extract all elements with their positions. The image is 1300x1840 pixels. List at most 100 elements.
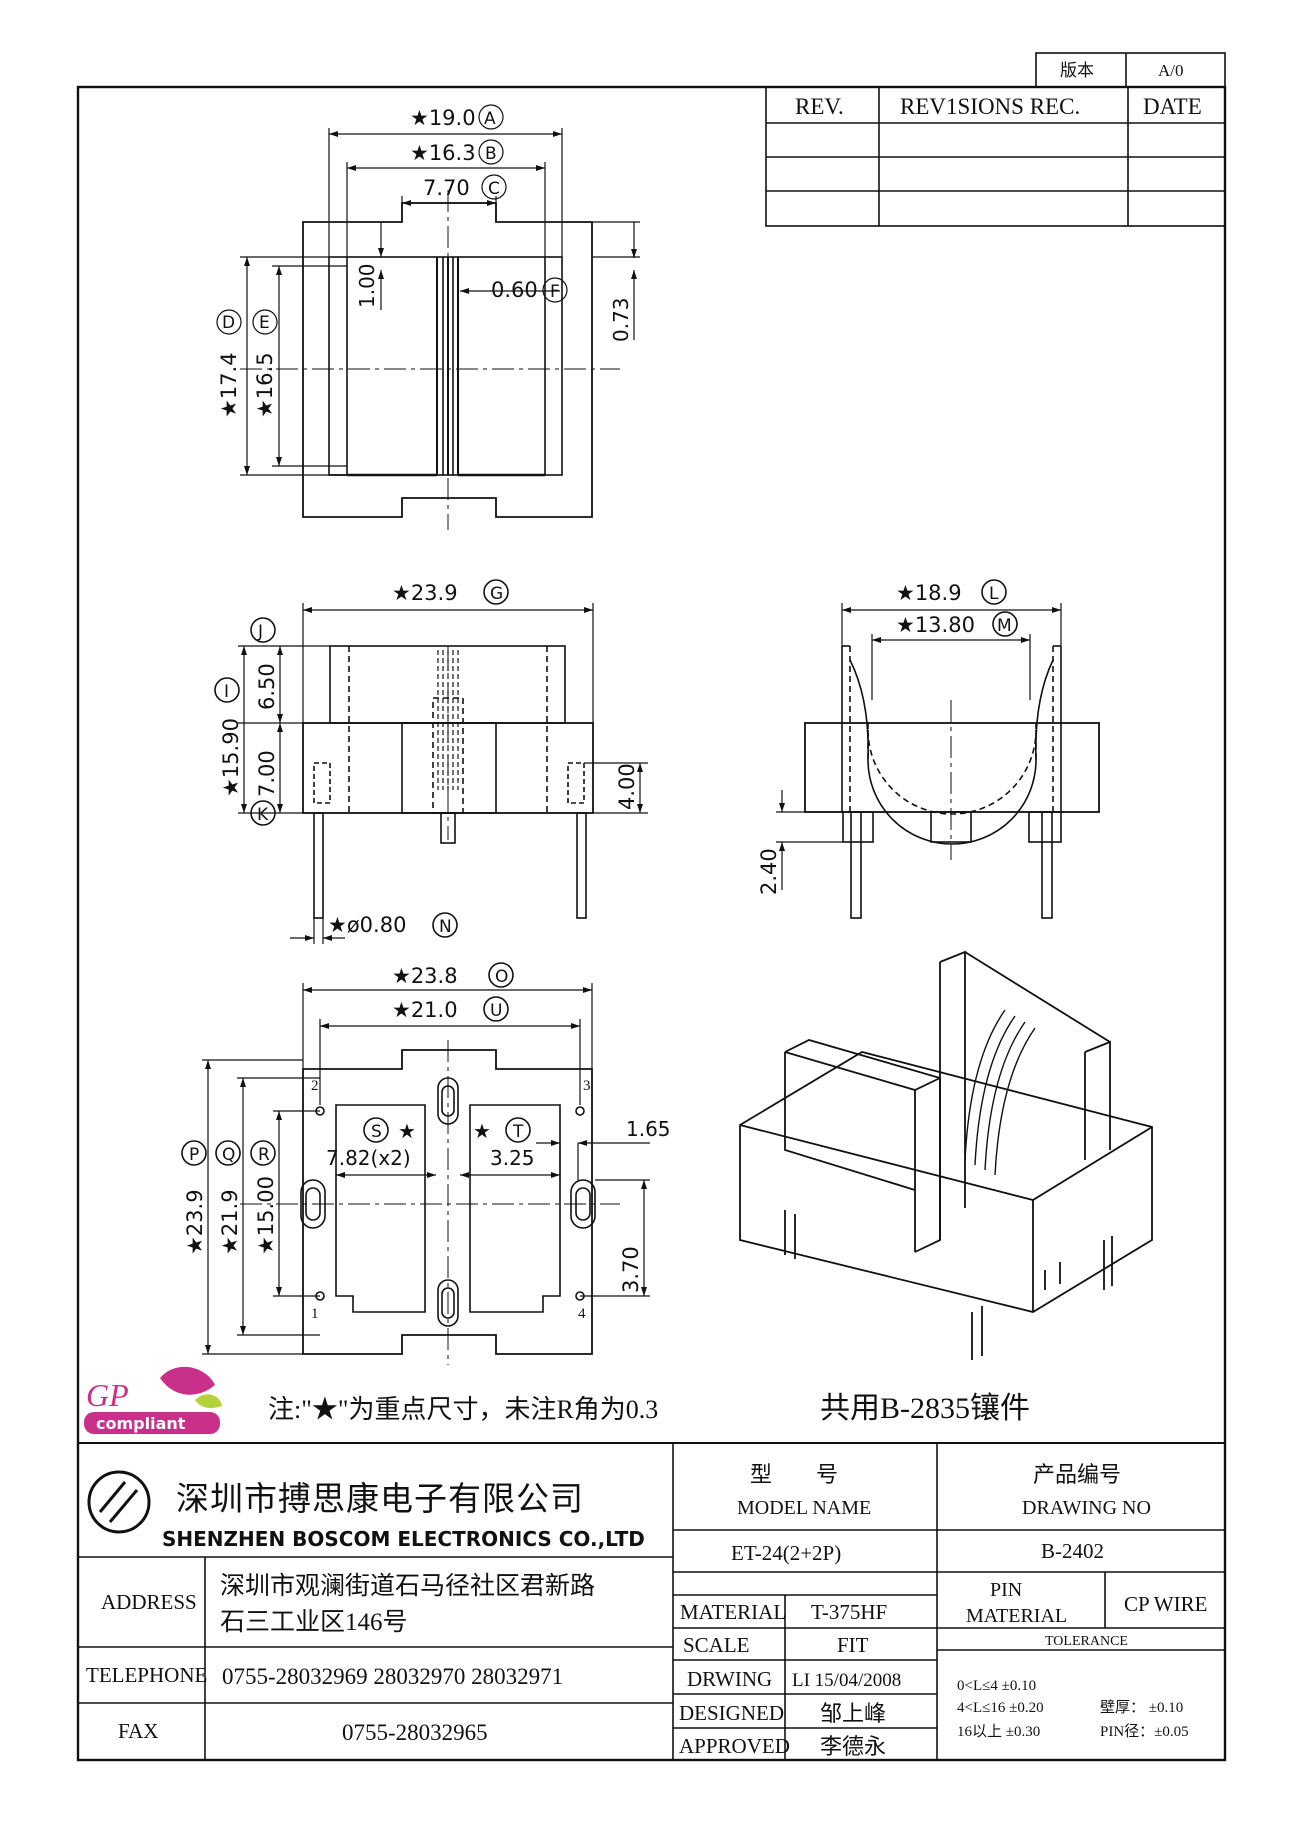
dim-n-value: ★ø0.80	[328, 913, 406, 937]
dim-t-tag: T	[512, 1122, 524, 1142]
pin-diameter-tolerance: PIN径：±0.05	[1100, 1723, 1189, 1740]
dim-d-tag: D	[222, 313, 235, 333]
front-view: ★23.9 G J I K 6.50 ★15.90 7.00 4.00 ★ø0.…	[214, 579, 648, 944]
dim-370-value: 3.70	[619, 1246, 643, 1293]
dim-q-tag: Q	[222, 1145, 235, 1165]
dim-e-value: ★16.5	[253, 352, 277, 418]
material-value: T-375HF	[811, 1600, 887, 1624]
telephone-label: TELEPHONE	[86, 1663, 207, 1687]
dim-e-tag: E	[259, 313, 270, 333]
dim-u-value: ★21.0	[392, 998, 458, 1022]
dim-o-tag: O	[495, 967, 508, 987]
pin-1-label: 1	[311, 1306, 319, 1322]
revisions-header: REV1SIONS REC.	[900, 94, 1080, 119]
fax-label: FAX	[118, 1719, 158, 1743]
top-dimensions: ★19.0 A ★16.3 B 7.70 C 0.60 F D ★17.4 E …	[216, 104, 640, 476]
dim-u-tag: U	[490, 1001, 502, 1021]
approved-value: 李德永	[820, 1734, 886, 1759]
side-view: ★18.9 L ★13.80 M 2.40	[757, 579, 1100, 919]
dim-c-value: 7.70	[423, 176, 470, 200]
dim-f-value: 0.60	[491, 278, 538, 302]
dim-q-value: ★21.9	[218, 1189, 242, 1255]
tolerance-row-3: 16以上 ±0.30	[957, 1723, 1040, 1740]
revision-table: REV. REV1SIONS REC. DATE	[765, 86, 1226, 227]
pin-3-label: 3	[583, 1078, 591, 1094]
dim-700-value: 7.00	[255, 750, 279, 797]
dim-r-tag: R	[258, 1145, 270, 1165]
scale-value: FIT	[837, 1633, 869, 1657]
drawing-value: B-2402	[1041, 1539, 1104, 1563]
dim-j-tag: J	[257, 622, 263, 642]
version-box: 版本 A/0	[1035, 52, 1226, 88]
dim-f-tag: F	[550, 282, 560, 302]
designed-value: 邹上峰	[820, 1701, 886, 1726]
dim-b-tag: B	[485, 144, 497, 164]
approved-label: APPROVED	[679, 1734, 790, 1758]
dim-240-value: 2.40	[757, 848, 781, 895]
dim-l-tag: L	[989, 584, 999, 604]
version-label: 版本	[1060, 61, 1094, 80]
dim-o-value: ★23.8	[392, 964, 458, 988]
title-block: 深圳市搏思康电子有限公司 SHENZHEN BOSCOM ELECTRONICS…	[77, 1442, 1226, 1761]
scale-label: SCALE	[683, 1633, 750, 1657]
pin-2-label: 2	[311, 1078, 319, 1094]
model-en-label: MODEL NAME	[737, 1497, 871, 1519]
dim-g-tag: G	[490, 584, 503, 604]
dim-k-tag: K	[257, 805, 269, 825]
dim-a-tag: A	[484, 109, 496, 129]
pin-4-label: 4	[578, 1306, 586, 1322]
dim-650-value: 6.50	[255, 663, 279, 710]
dim-165-value: 1.65	[626, 1117, 671, 1141]
dim-400-value: 4.00	[615, 763, 639, 810]
company-name-en: SHENZHEN BOSCOM ELECTRONICS CO.,LTD	[162, 1527, 645, 1551]
company-name-cn: 深圳市搏思康电子有限公司	[176, 1481, 584, 1518]
top-view	[240, 190, 620, 530]
dim-m-value: ★13.80	[896, 613, 975, 637]
drwing-label: DRWING	[687, 1667, 772, 1691]
dim-s-tag: S	[371, 1122, 382, 1142]
bottom-view: ★23.8 O ★21.0 U S ★ ★ T 7.82(x2) 3.25 1.…	[181, 962, 671, 1365]
tolerance-row-1: 0<L≤4 ±0.10	[957, 1678, 1036, 1694]
dim-m-tag: M	[997, 616, 1012, 636]
address-line-1: 深圳市观澜街道石马径社区君新路	[220, 1572, 595, 1600]
star-s: ★	[398, 1119, 416, 1143]
rev-header: REV.	[795, 94, 844, 119]
isometric-view	[739, 950, 1153, 1360]
model-value: ET-24(2+2P)	[731, 1541, 841, 1565]
pin-label-1: PIN	[990, 1579, 1022, 1601]
dim-l-value: ★18.9	[896, 581, 962, 605]
dim-a-value: ★19.0	[410, 106, 476, 130]
dim-c-tag: C	[488, 179, 500, 199]
dim-g-value: ★23.9	[392, 581, 458, 605]
dim-1590-value: ★15.90	[219, 718, 243, 797]
version-value: A/0	[1158, 61, 1184, 80]
compliant-text: compliant	[96, 1414, 186, 1433]
drawing-en-label: DRAWING NO	[1022, 1497, 1151, 1519]
dim-d-value: ★17.4	[217, 352, 241, 418]
dim-i-tag: I	[224, 682, 229, 702]
star-t: ★	[473, 1119, 491, 1143]
pin-label-2: MATERIAL	[966, 1605, 1067, 1627]
designed-label: DESIGNED	[679, 1701, 784, 1725]
drwing-value: LI 15/04/2008	[792, 1670, 901, 1691]
dim-b-value: ★16.3	[410, 141, 476, 165]
address-label: ADDRESS	[101, 1590, 197, 1614]
model-cn-label: 型 号	[750, 1462, 838, 1487]
dim-100-value: 1.00	[355, 263, 379, 308]
telephone-value: 0755-28032969 28032970 28032971	[222, 1664, 563, 1689]
material-label: MATERIAL	[680, 1600, 786, 1624]
gp-compliant-logo: GP compliant	[84, 1366, 222, 1434]
shared-insert-text: 共用B-2835镶件	[820, 1392, 1030, 1425]
date-header: DATE	[1143, 94, 1202, 119]
dim-782-value: 7.82(x2)	[326, 1146, 411, 1170]
address-line-2: 石三工业区146号	[220, 1608, 408, 1636]
dim-p-tag: P	[189, 1145, 199, 1165]
dim-n-tag: N	[439, 917, 452, 937]
dim-073-value: 0.73	[609, 297, 633, 342]
drawing-cn-label: 产品编号	[1033, 1462, 1121, 1487]
dim-p-value: ★23.9	[183, 1189, 207, 1255]
wall-tolerance: 壁厚： ±0.10	[1100, 1699, 1183, 1716]
note-text: 注:"★"为重点尺寸，未注R角为0.3	[268, 1395, 658, 1424]
tolerance-label: TOLERANCE	[1045, 1634, 1128, 1649]
